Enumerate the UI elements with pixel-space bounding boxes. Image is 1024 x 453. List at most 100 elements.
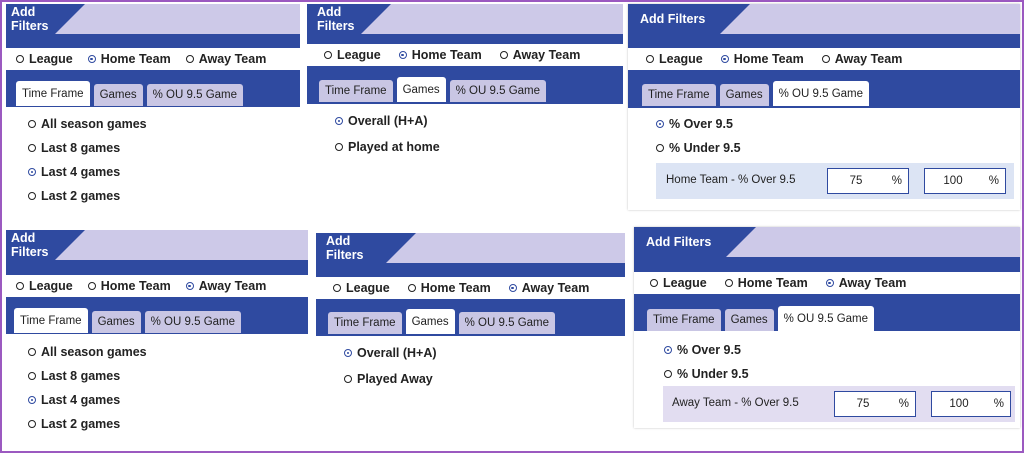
radio-selected-icon: [664, 346, 672, 354]
option-last-8[interactable]: Last 8 games: [28, 141, 147, 155]
option-overall[interactable]: Overall (H+A): [344, 346, 437, 360]
radio-away-team[interactable]: Away Team: [821, 52, 902, 66]
range-min-input[interactable]: 75%: [834, 391, 916, 417]
radio-circle-icon: [28, 144, 36, 152]
radio-home-team[interactable]: Home Team: [87, 279, 171, 293]
panel-title: Add Filters: [317, 5, 355, 33]
radio-circle-icon: [499, 51, 508, 59]
radio-circle-icon: [16, 282, 24, 290]
radio-circle-icon: [185, 55, 194, 63]
radio-selected-icon: [508, 284, 517, 292]
tab-time-frame[interactable]: Time Frame: [16, 81, 90, 106]
radio-selected-icon: [28, 168, 36, 176]
option-over[interactable]: % Over 9.5: [656, 117, 741, 131]
tab-ou-game[interactable]: % OU 9.5 Game: [144, 311, 242, 333]
panel-header: Add Filters: [307, 4, 623, 34]
panel-title: Add Filters: [646, 235, 712, 249]
radio-circle-icon: [28, 192, 36, 200]
radio-league[interactable]: League: [646, 52, 703, 66]
tab-games[interactable]: Games: [93, 84, 143, 106]
option-overall[interactable]: Overall (H+A): [335, 114, 440, 128]
radio-selected-icon: [656, 120, 664, 128]
panel-title: Add Filters: [326, 234, 364, 262]
tab-time-frame[interactable]: Time Frame: [14, 308, 88, 333]
option-last-8[interactable]: Last 8 games: [28, 369, 147, 383]
radio-circle-icon: [28, 372, 36, 380]
panel-header: Add Filters: [6, 4, 300, 34]
radio-selected-icon: [335, 117, 343, 125]
option-last-2[interactable]: Last 2 games: [28, 417, 147, 431]
range-label: Home Team - % Over 9.5: [666, 174, 796, 186]
filter-panel-away-games: Add Filters League Home Team Away Team T…: [316, 233, 625, 401]
range-min-input[interactable]: 75%: [827, 168, 909, 194]
tab-games[interactable]: Games: [719, 84, 769, 106]
panel-header: Add Filters: [628, 4, 1020, 34]
tab-ou-game[interactable]: % OU 9.5 Game: [777, 306, 875, 331]
radio-away-team[interactable]: Away Team: [825, 276, 906, 290]
option-last-4[interactable]: Last 4 games: [28, 165, 147, 179]
option-last-4[interactable]: Last 4 games: [28, 393, 147, 407]
radio-selected-icon: [825, 279, 834, 287]
tab-games[interactable]: Games: [396, 77, 446, 102]
panel-header: Add Filters: [316, 233, 625, 263]
tab-time-frame[interactable]: Time Frame: [642, 84, 716, 106]
radio-league[interactable]: League: [16, 52, 73, 66]
radio-selected-icon: [720, 55, 729, 63]
radio-selected-icon: [185, 282, 194, 290]
radio-circle-icon: [646, 55, 654, 63]
radio-league[interactable]: League: [650, 276, 707, 290]
option-under[interactable]: % Under 9.5: [664, 367, 749, 381]
range-max-input[interactable]: 100%: [924, 168, 1006, 194]
radio-circle-icon: [333, 284, 341, 292]
range-max-input[interactable]: 100%: [931, 391, 1011, 417]
radio-away-team[interactable]: Away Team: [499, 48, 580, 62]
option-over[interactable]: % Over 9.5: [664, 343, 749, 357]
tab-time-frame[interactable]: Time Frame: [328, 312, 402, 334]
tab-games[interactable]: Games: [91, 311, 141, 333]
tab-ou-game[interactable]: % OU 9.5 Game: [146, 84, 244, 106]
radio-circle-icon: [324, 51, 332, 59]
radio-home-team[interactable]: Home Team: [720, 52, 804, 66]
filter-panel-away-time-frame: Add Filters League Home Team Away Team T…: [6, 230, 308, 445]
tab-time-frame[interactable]: Time Frame: [647, 309, 721, 331]
radio-circle-icon: [28, 420, 36, 428]
radio-circle-icon: [16, 55, 24, 63]
tab-games[interactable]: Games: [405, 309, 455, 334]
radio-away-team[interactable]: Away Team: [508, 281, 589, 295]
panel-header: Add Filters: [634, 227, 1020, 257]
option-under[interactable]: % Under 9.5: [656, 141, 741, 155]
option-all-season[interactable]: All season games: [28, 345, 147, 359]
range-label: Away Team - % Over 9.5: [672, 397, 799, 409]
radio-circle-icon: [407, 284, 416, 292]
radio-circle-icon: [335, 143, 343, 151]
radio-circle-icon: [28, 348, 36, 356]
radio-home-team[interactable]: Home Team: [87, 52, 171, 66]
range-row: Home Team - % Over 9.5 75% 100%: [656, 163, 1014, 199]
radio-selected-icon: [398, 51, 407, 59]
radio-home-team[interactable]: Home Team: [407, 281, 491, 295]
tab-time-frame[interactable]: Time Frame: [319, 80, 393, 102]
radio-circle-icon: [664, 370, 672, 378]
radio-circle-icon: [87, 282, 96, 290]
tab-ou-game[interactable]: % OU 9.5 Game: [449, 80, 547, 102]
filter-panel-home-games: Add Filters League Home Team Away Team T…: [307, 4, 623, 170]
radio-league[interactable]: League: [16, 279, 73, 293]
radio-selected-icon: [344, 349, 352, 357]
radio-home-team[interactable]: Home Team: [398, 48, 482, 62]
option-all-season[interactable]: All season games: [28, 117, 147, 131]
radio-circle-icon: [344, 375, 352, 383]
option-last-2[interactable]: Last 2 games: [28, 189, 147, 203]
radio-league[interactable]: League: [333, 281, 390, 295]
tab-ou-game[interactable]: % OU 9.5 Game: [772, 81, 870, 106]
radio-home-team[interactable]: Home Team: [724, 276, 808, 290]
radio-away-team[interactable]: Away Team: [185, 279, 266, 293]
option-played-away[interactable]: Played Away: [344, 372, 437, 386]
tab-ou-game[interactable]: % OU 9.5 Game: [458, 312, 556, 334]
option-played-at-home[interactable]: Played at home: [335, 140, 440, 154]
radio-league[interactable]: League: [324, 48, 381, 62]
tab-games[interactable]: Games: [724, 309, 774, 331]
panel-header: Add Filters: [6, 230, 308, 260]
radio-circle-icon: [28, 120, 36, 128]
radio-circle-icon: [724, 279, 733, 287]
radio-away-team[interactable]: Away Team: [185, 52, 266, 66]
